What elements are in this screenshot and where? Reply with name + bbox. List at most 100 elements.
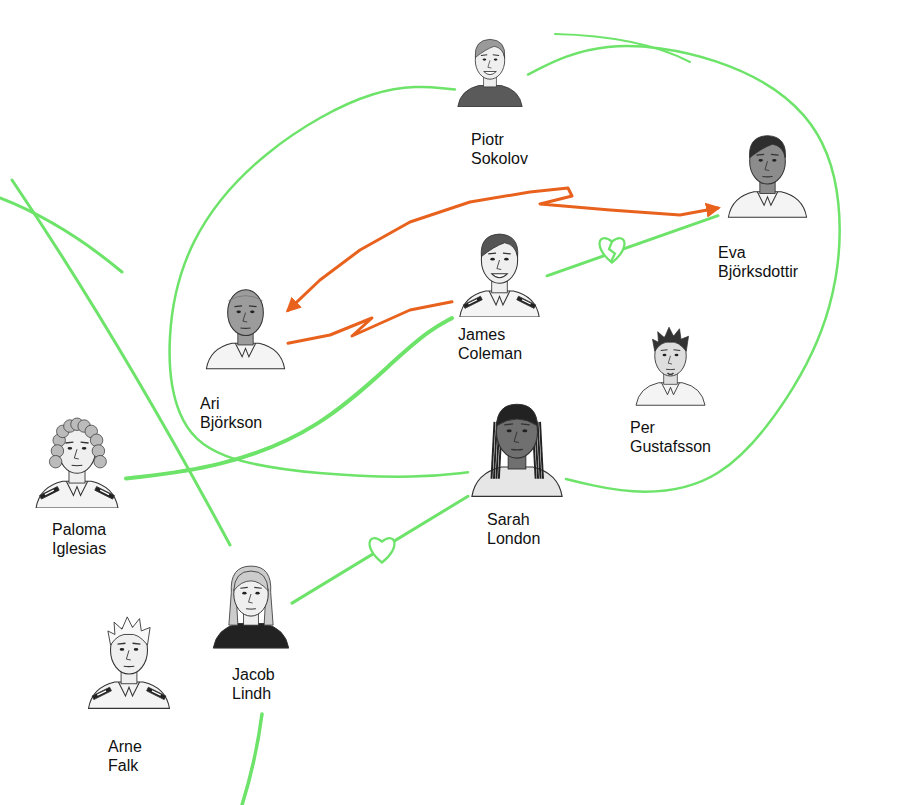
mouth	[246, 608, 256, 609]
mouth	[124, 666, 135, 667]
sketch-line	[242, 714, 262, 805]
shoulders	[206, 343, 284, 369]
shoulders	[728, 192, 806, 218]
mouth	[511, 449, 523, 451]
eyebrows	[661, 349, 681, 351]
portrait	[28, 410, 126, 508]
hair	[234, 571, 268, 591]
eyebrows	[756, 154, 778, 156]
eyebrows	[65, 441, 88, 443]
eye	[494, 58, 498, 60]
head	[496, 405, 537, 458]
relationship-line	[547, 216, 718, 276]
shoulders	[472, 467, 562, 496]
eye	[507, 429, 512, 432]
relationship-line	[292, 496, 468, 603]
eye	[490, 258, 494, 261]
broken-heart-symbol	[600, 238, 625, 262]
mouth	[240, 327, 250, 328]
nose	[126, 650, 130, 660]
hair	[229, 566, 273, 625]
eye	[663, 354, 667, 356]
character-name: Jacob Lindh	[232, 665, 275, 703]
heart-crack	[609, 242, 615, 263]
portrait	[455, 18, 525, 118]
eye	[772, 159, 776, 162]
character-node: Jacob Lindh	[210, 553, 292, 703]
nose	[668, 356, 672, 364]
sketch-line	[555, 34, 690, 62]
nose	[249, 594, 253, 603]
head-shade	[229, 296, 263, 301]
mouth	[492, 274, 508, 278]
hair	[108, 617, 150, 645]
eye	[242, 592, 246, 595]
head	[234, 572, 268, 616]
nose	[514, 432, 519, 443]
shoulders	[458, 86, 522, 107]
eyebrows	[118, 643, 141, 645]
hair-curl	[94, 455, 106, 467]
character-node: Paloma Iglesias	[28, 410, 126, 558]
hair	[496, 404, 537, 426]
nose	[243, 313, 247, 322]
character-node: James Coleman	[452, 222, 547, 363]
epaulette-stripe	[45, 490, 109, 494]
mouth	[762, 176, 772, 177]
portrait	[452, 222, 547, 317]
heart-outline	[600, 238, 625, 262]
eye	[82, 447, 87, 450]
shoulders	[213, 624, 288, 649]
relationship-line	[528, 46, 840, 492]
character-name: Sarah London	[487, 510, 540, 548]
portrait	[203, 272, 288, 372]
eye	[255, 592, 259, 595]
goatee	[668, 373, 674, 375]
mouth	[484, 72, 497, 75]
nose	[488, 60, 492, 68]
character-name: Eva Björksdottir	[718, 243, 798, 281]
character-name: Per Gustafsson	[630, 418, 711, 456]
portrait	[468, 385, 566, 500]
character-name: Arne Falk	[108, 737, 142, 775]
relationship-line	[288, 188, 718, 310]
eye	[758, 159, 762, 162]
head	[228, 290, 264, 336]
mouth	[72, 465, 83, 467]
nose	[74, 449, 78, 459]
shoulders	[636, 383, 705, 406]
hair-curl	[49, 455, 61, 467]
character-node: Per Gustafsson	[630, 318, 711, 456]
eye	[68, 447, 73, 450]
heart-symbol	[370, 538, 395, 562]
eye	[483, 58, 487, 60]
character-node: Eva Björksdottir	[718, 118, 810, 281]
character-name: Paloma Iglesias	[52, 520, 106, 558]
eyebrows	[234, 305, 256, 307]
eye	[120, 648, 125, 651]
portrait	[633, 318, 708, 410]
character-name: Piotr Sokolov	[471, 130, 528, 168]
eyebrows	[488, 252, 510, 254]
nose	[497, 260, 501, 270]
character-node: Arne Falk	[85, 605, 173, 775]
eyebrows	[504, 423, 529, 425]
eye	[134, 648, 139, 651]
shoulders	[36, 481, 118, 508]
hair	[481, 234, 518, 256]
character-node: Piotr Sokolov	[455, 18, 528, 168]
shoulders	[89, 682, 170, 708]
epaulette-stripe	[97, 691, 160, 695]
character-node: Sarah London	[468, 385, 566, 548]
nose	[765, 161, 769, 170]
eye	[504, 258, 508, 261]
epaulette-stripe	[468, 300, 530, 304]
portrait	[725, 118, 810, 223]
portrait	[210, 553, 292, 653]
character-name: James Coleman	[458, 325, 522, 363]
eye	[522, 429, 527, 432]
hair	[475, 39, 505, 57]
hair	[653, 327, 689, 351]
eyebrows	[481, 54, 499, 56]
eyebrows	[240, 587, 261, 589]
